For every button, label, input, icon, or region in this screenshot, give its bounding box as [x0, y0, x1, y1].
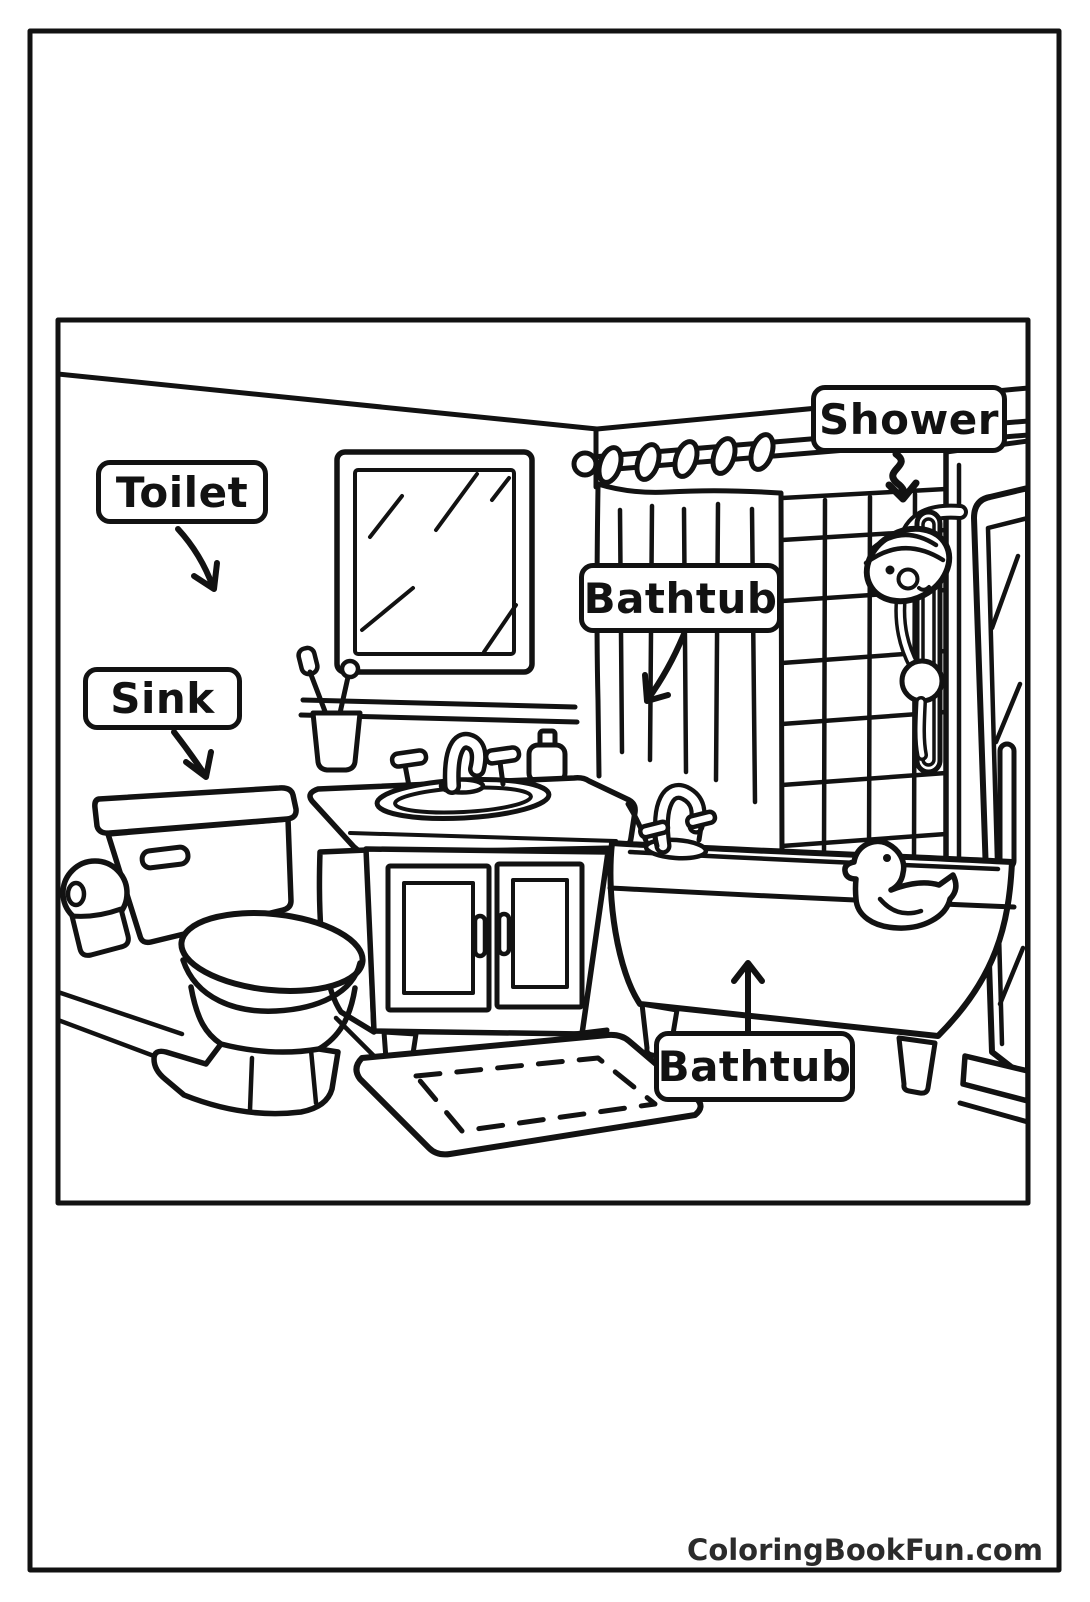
toothbrush-cup — [296, 645, 363, 773]
shower-head — [863, 503, 968, 775]
label-sink: Sink — [83, 667, 242, 730]
label-shower: Shower — [811, 385, 1007, 453]
label-sink-text: Sink — [110, 674, 215, 723]
label-bathtub-bottom: Bathtub — [654, 1031, 855, 1102]
door-handle — [997, 741, 1017, 871]
label-toilet: Toilet — [96, 460, 268, 524]
label-bathtub-top: Bathtub — [579, 563, 782, 633]
label-toilet-text: Toilet — [115, 467, 249, 517]
glass-shine — [989, 553, 1026, 1007]
shower-door — [943, 438, 1027, 1125]
mirror — [334, 449, 535, 675]
curtain-rings — [596, 432, 776, 485]
sink-arrow — [171, 729, 214, 780]
flush-handle — [139, 844, 191, 871]
label-bathtub-top-text: Bathtub — [583, 573, 778, 623]
shower-curtain — [594, 481, 785, 861]
scene-frame — [55, 317, 1031, 1206]
bath-mat — [353, 1031, 704, 1158]
site-watermark-text: ColoringBookFun.com — [687, 1533, 1043, 1567]
toilet-seat — [178, 910, 366, 994]
toilet — [60, 785, 366, 1117]
rubber-duck — [842, 838, 959, 931]
vanity-sink — [307, 728, 649, 1068]
shower-arrow — [885, 450, 920, 503]
bathtub-faucet — [638, 783, 718, 861]
page-border — [27, 28, 1062, 1573]
label-shower-text: Shower — [818, 394, 999, 444]
toilet-tank-lid — [92, 785, 299, 836]
site-watermark: ColoringBookFun.com — [687, 1533, 1043, 1567]
bathtub-bottom-arrow — [731, 960, 765, 1035]
label-bathtub-bottom-text: Bathtub — [657, 1042, 852, 1091]
label-arrows — [171, 450, 920, 1035]
bathtub-top-arrow — [642, 631, 687, 704]
toilet-arrow — [175, 526, 220, 592]
door-sill — [960, 1053, 1027, 1104]
